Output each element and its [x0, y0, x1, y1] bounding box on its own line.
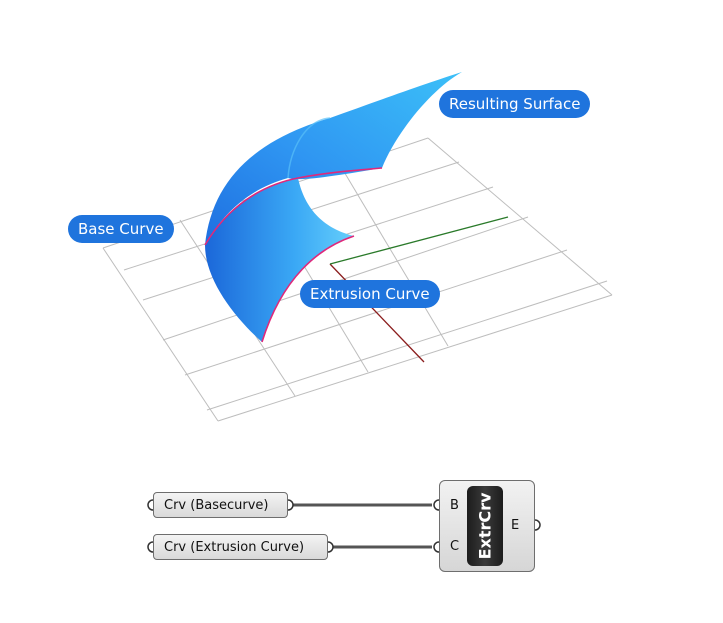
component-core: ExtrCrv	[467, 486, 503, 566]
extrcrv-component[interactable]: B C ExtrCrv E	[439, 480, 535, 572]
input-b-label[interactable]: B	[450, 498, 459, 513]
connection-wires	[292, 503, 432, 549]
component-title: ExtrCrv	[475, 492, 495, 560]
output-e-label[interactable]: E	[511, 518, 520, 533]
base-curve	[204, 167, 383, 246]
basecurve-param[interactable]: Crv (Basecurve)	[153, 492, 288, 518]
y-axis-line	[329, 216, 509, 265]
input-c-label[interactable]: C	[450, 539, 460, 554]
extrusion-curve-label: Extrusion Curve	[300, 280, 440, 308]
extrusion-curve	[261, 235, 355, 343]
extrusion-curve-param[interactable]: Crv (Extrusion Curve)	[153, 534, 328, 560]
resulting-surface	[205, 72, 462, 342]
x-axis-line	[329, 263, 425, 363]
param-ports[interactable]	[147, 499, 541, 553]
base-curve-label: Base Curve	[68, 215, 174, 243]
resulting-surface-label: Resulting Surface	[439, 90, 591, 118]
